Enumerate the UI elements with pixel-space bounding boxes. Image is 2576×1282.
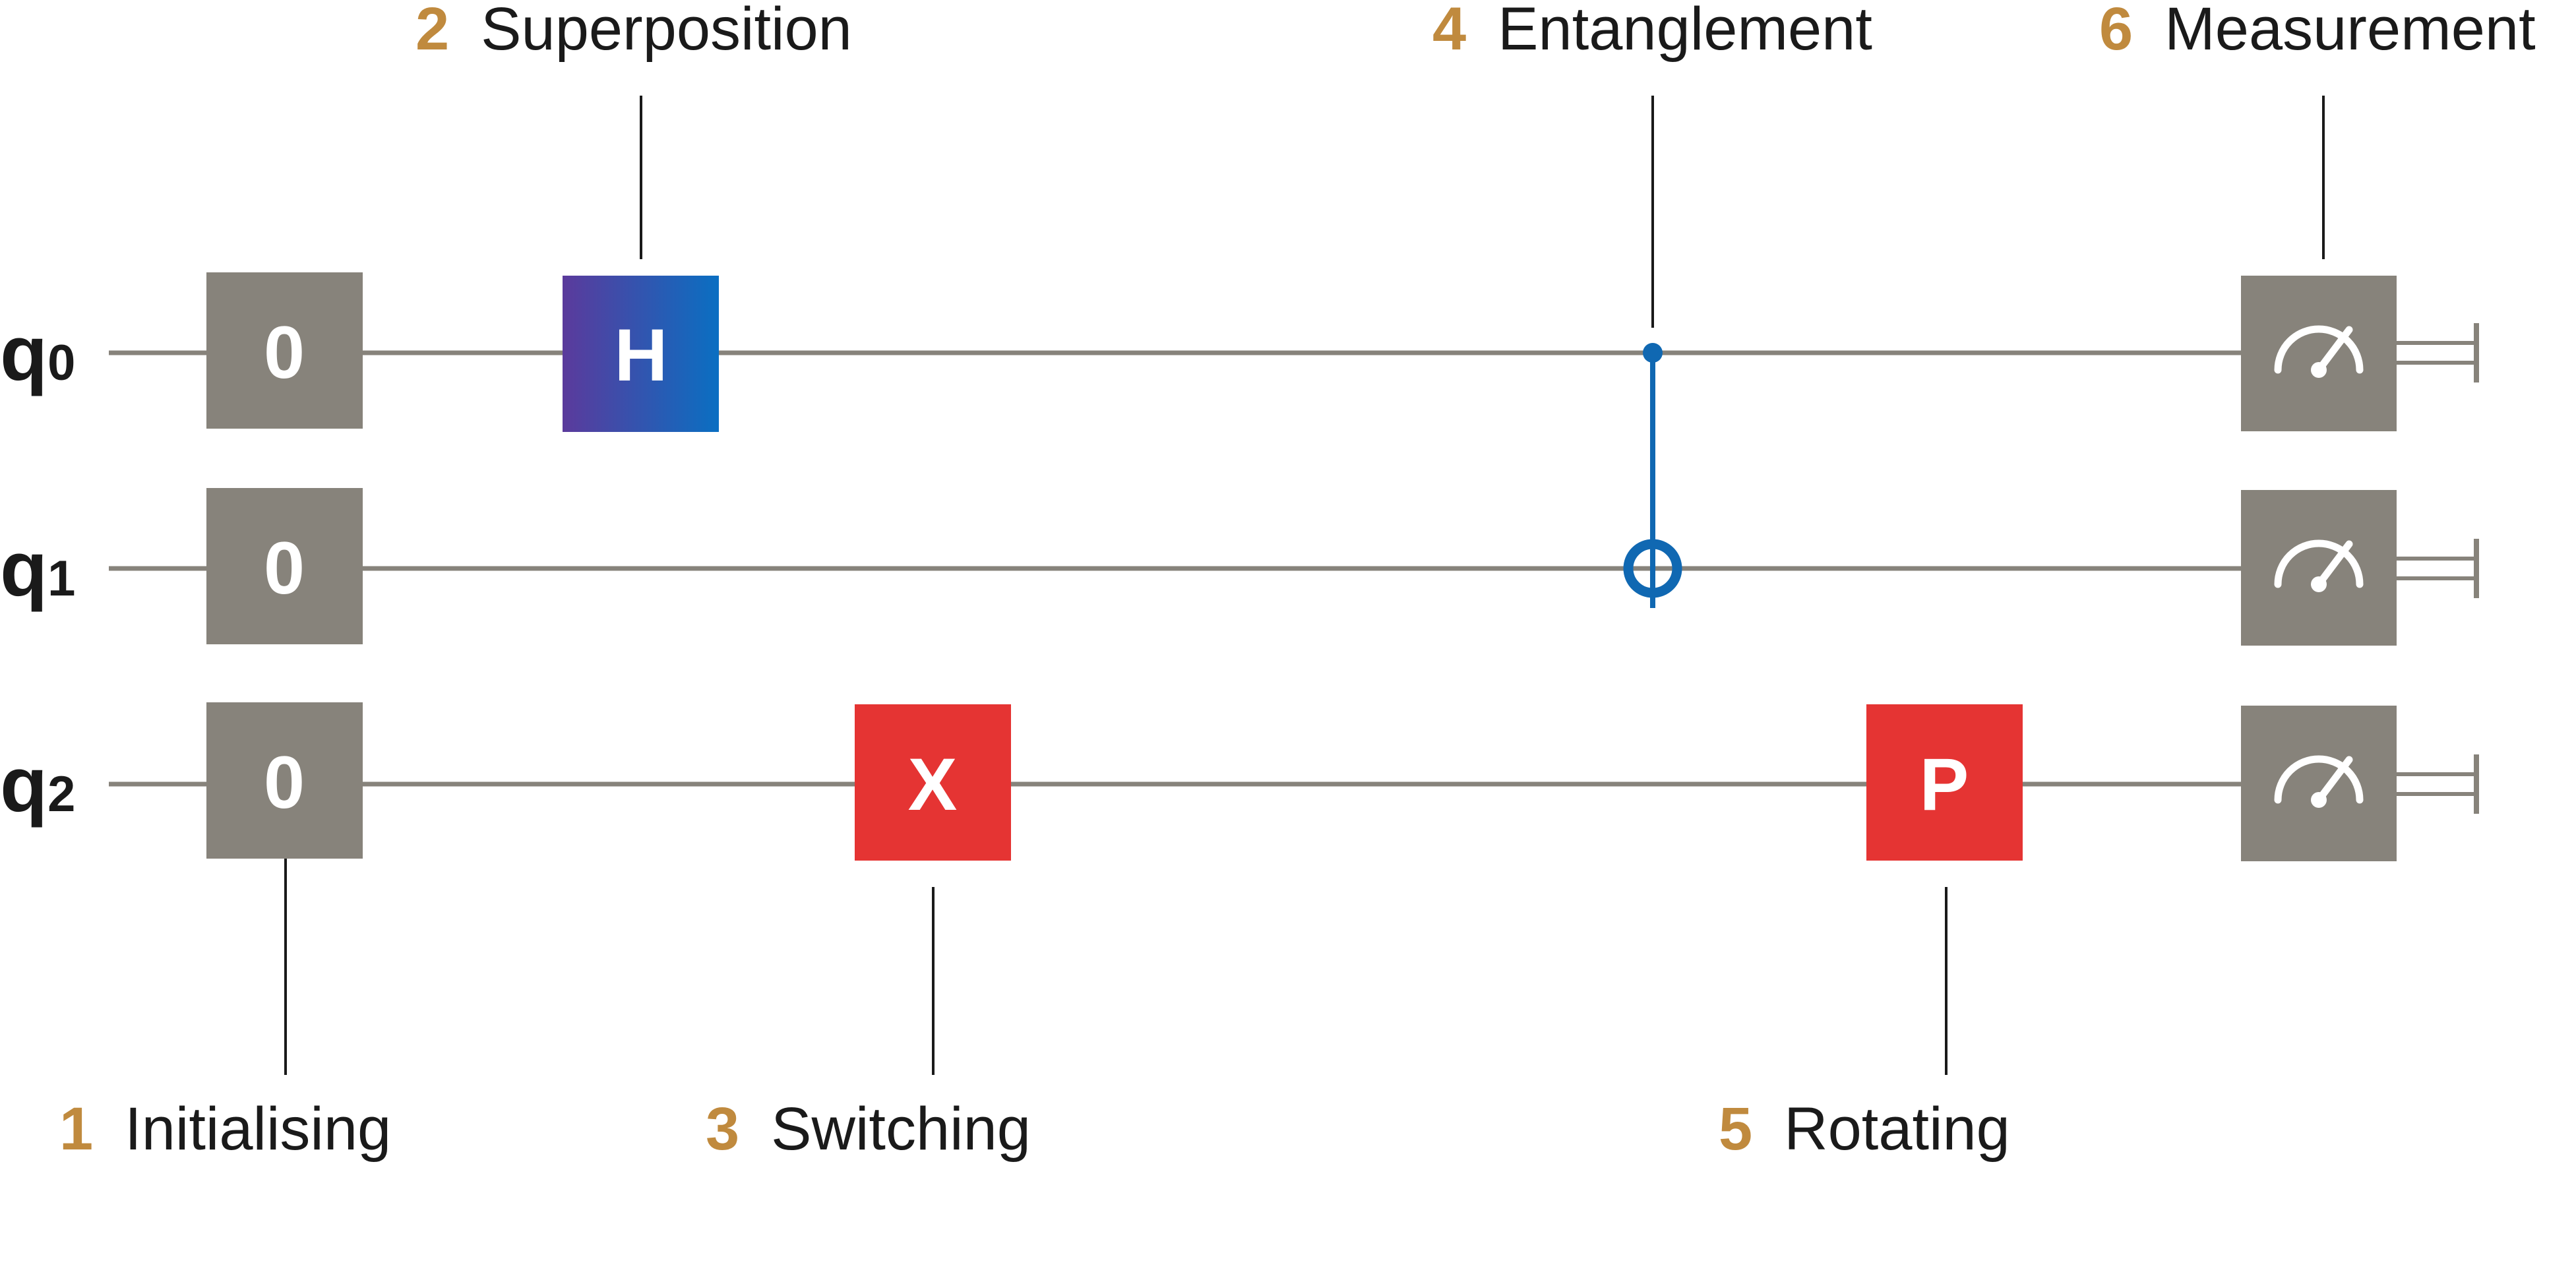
cnot-gate (1623, 343, 1682, 608)
classical-outputs (2397, 323, 2479, 814)
svg-text:0: 0 (264, 311, 305, 394)
cnot-target (1623, 539, 1682, 598)
classical-output-q2 (2397, 754, 2479, 814)
svg-text:X: X (908, 743, 958, 826)
qubit-label-q2: q2 (0, 741, 75, 828)
x-gate-q2: X (855, 704, 1011, 861)
measure-gate-q1 (2241, 490, 2397, 646)
reset-gate-q2: 0 (206, 702, 363, 859)
qubit-label-q1: q1 (0, 526, 75, 613)
phase-gate-q2: P (1866, 704, 2023, 861)
reset-gate-q1: 0 (206, 488, 363, 644)
qubit-label-q0: q0 (0, 310, 75, 397)
svg-text:0: 0 (264, 741, 305, 824)
cnot-control-dot (1643, 343, 1663, 363)
svg-text:H: H (615, 314, 668, 396)
measure-gate-q2 (2241, 706, 2397, 861)
reset-gate-q0: 0 (206, 272, 363, 429)
measure-gate-q0 (2241, 276, 2397, 431)
hadamard-gate-q0: H (563, 276, 719, 432)
classical-output-q1 (2397, 539, 2479, 598)
classical-output-q0 (2397, 323, 2479, 382)
svg-text:P: P (1920, 743, 1969, 826)
callout-lines (284, 96, 2325, 1075)
svg-text:0: 0 (264, 527, 305, 609)
